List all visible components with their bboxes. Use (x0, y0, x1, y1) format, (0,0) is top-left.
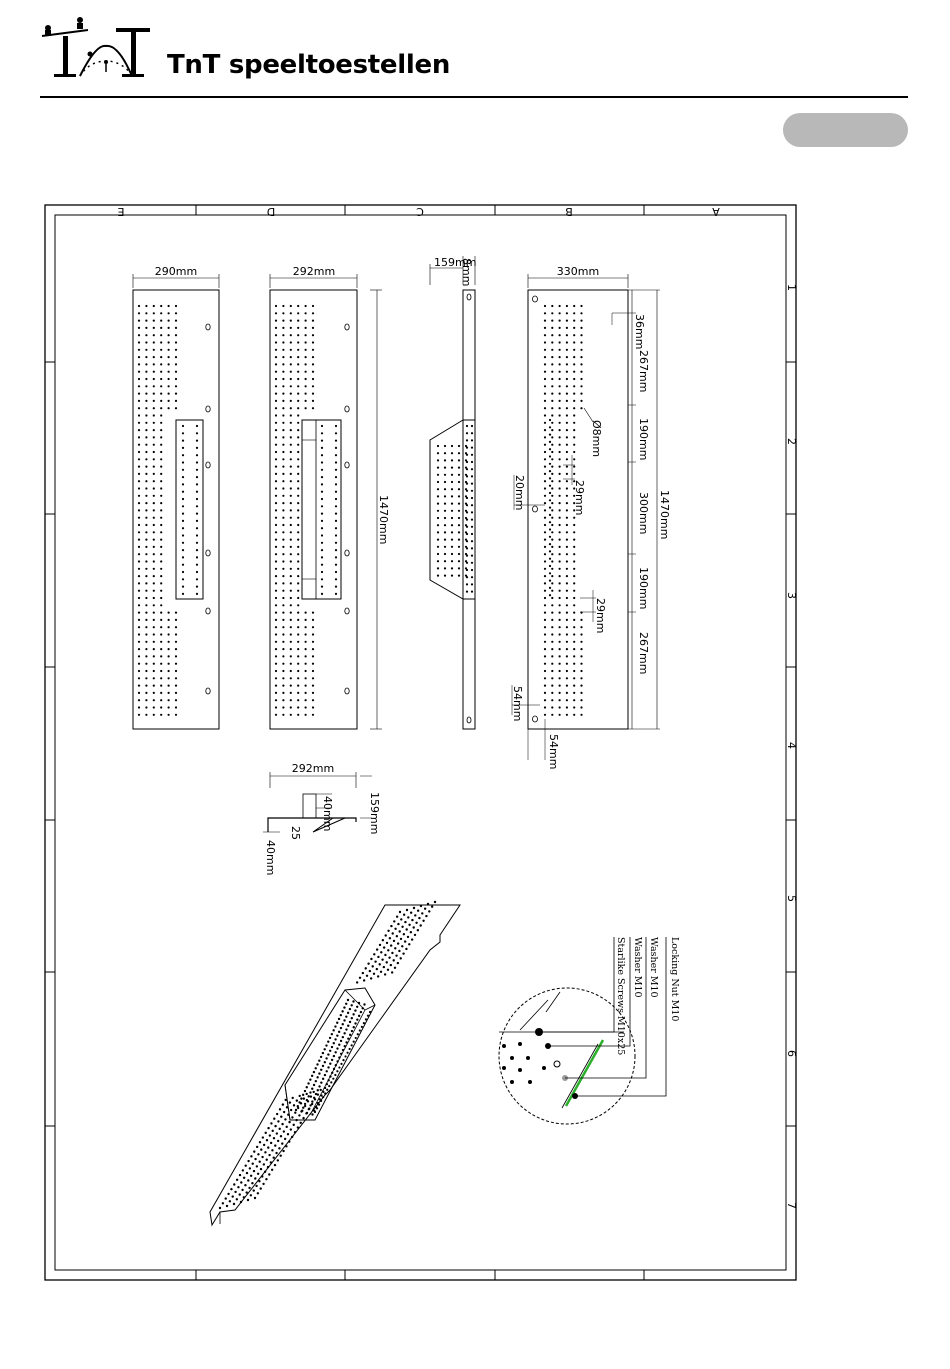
column-label: A (712, 205, 720, 218)
column-label: E (117, 205, 124, 218)
segment-label: 190mm (637, 567, 650, 609)
hardware-washer-a: Washer M10 (648, 937, 659, 998)
row-label: 6 (785, 1050, 798, 1057)
section-lower: 40mm (264, 840, 277, 875)
outer-frame (45, 205, 796, 1280)
section-view: 292mm 40mm 159mm 25 40mm (263, 762, 381, 875)
row-label: 7 (785, 1202, 798, 1209)
row-label: 4 (785, 742, 798, 749)
bottom-below-distance: 54mm (547, 734, 560, 769)
section-height: 159mm (368, 792, 381, 834)
segment-label: 36mm (633, 314, 646, 349)
section-width: 292mm (292, 762, 334, 775)
section-inner: 25 (289, 826, 302, 840)
section-upper: 40mm (321, 796, 334, 831)
side-view-thickness: 8mm (460, 258, 473, 286)
panel-second-height: 1470mm (377, 495, 390, 544)
hardware-washer-b: Washer M10 (632, 937, 643, 998)
panel-second-width: 292mm (293, 265, 335, 278)
panel-left-width: 290mm (155, 265, 197, 278)
column-label: C (416, 205, 424, 218)
segment-label: 267mm (637, 350, 650, 392)
frame-column-labels: E D C B A (117, 205, 719, 218)
left-edge-distance: 20mm (513, 475, 526, 510)
detail-view: Locking Nut M10 Washer M10 Washer M10 St… (499, 937, 680, 1124)
panel-right-width: 330mm (557, 265, 599, 278)
panel-second-view: 292mm 1470mm (270, 265, 390, 729)
panel-right-view: 330mm 36mm 267mm 190mm 300mm 190mm 267mm… (511, 265, 671, 769)
frame-ticks (45, 205, 796, 1280)
row-label: 2 (785, 438, 798, 445)
isometric-view (210, 901, 460, 1225)
hardware-starlike-screws: Starlike Screws M10x25 (615, 937, 626, 1055)
row-label: 1 (785, 284, 798, 291)
inner-frame (55, 215, 786, 1270)
pitch-bottom: 29mm (594, 598, 607, 633)
panel-right-total: 1470mm (658, 490, 671, 539)
panel-left-view: 290mm (133, 265, 219, 729)
segment-label: 300mm (637, 492, 650, 534)
row-label: 3 (785, 592, 798, 599)
side-view: 159mm 8mm (430, 256, 476, 729)
segment-label: 267mm (637, 632, 650, 674)
bottom-left-distance: 54mm (511, 686, 524, 721)
column-label: D (267, 205, 275, 218)
column-label: B (565, 205, 573, 218)
segment-label: 190mm (637, 418, 650, 460)
hardware-locking-nut: Locking Nut M10 (669, 937, 680, 1021)
row-label: 5 (785, 895, 798, 902)
hole-diameter: Ø8mm (590, 420, 603, 457)
